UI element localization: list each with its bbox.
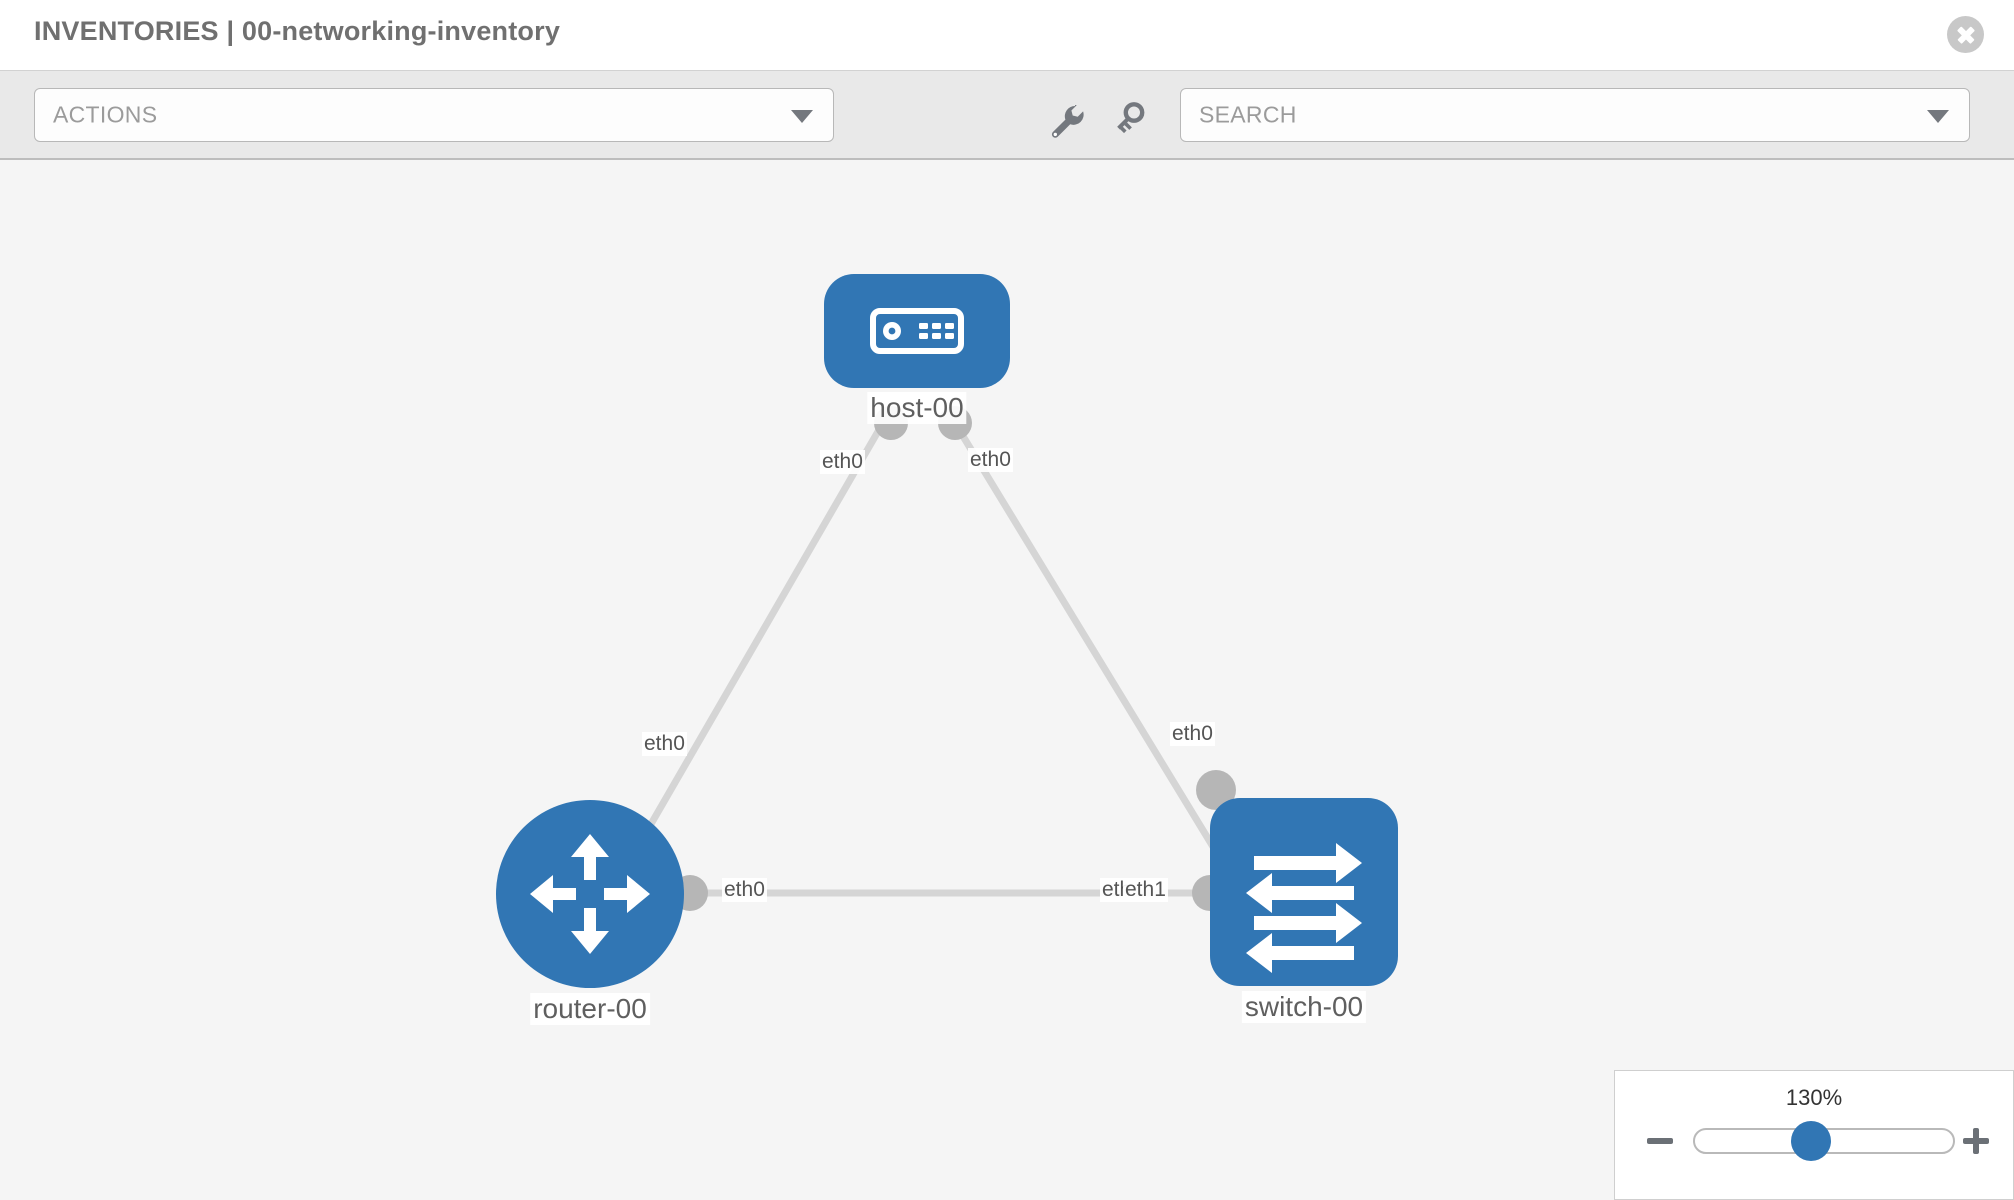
zoom-slider-handle[interactable] bbox=[1791, 1121, 1831, 1161]
chevron-down-icon bbox=[1927, 110, 1949, 123]
iface-label-router-eth0: eth0 bbox=[722, 878, 767, 903]
node-host-00-shape bbox=[824, 274, 1010, 388]
zoom-out-button[interactable] bbox=[1645, 1126, 1675, 1156]
iface-label-router-uplink: eth0 bbox=[642, 732, 687, 757]
zoom-in-button[interactable] bbox=[1961, 1126, 1991, 1156]
iface-label-host-left: eth0 bbox=[820, 450, 865, 475]
node-host-00-label: host-00 bbox=[867, 392, 967, 424]
actions-dropdown[interactable]: ACTIONS bbox=[34, 88, 834, 142]
zoom-percent-label: 130% bbox=[1785, 1085, 1843, 1110]
wrench-icon[interactable] bbox=[1046, 101, 1086, 141]
actions-dropdown-label: ACTIONS bbox=[53, 101, 158, 128]
iface-label-host-right: eth0 bbox=[968, 448, 1013, 473]
node-router-00-label: router-00 bbox=[530, 993, 650, 1025]
server-icon bbox=[870, 308, 964, 354]
router-arrows-icon bbox=[530, 834, 650, 954]
node-router-00[interactable]: router-00 bbox=[496, 800, 684, 1025]
zoom-control: 130% bbox=[1614, 1070, 2014, 1200]
search-input[interactable]: SEARCH bbox=[1180, 88, 1970, 142]
switch-arrows-icon bbox=[1246, 843, 1362, 973]
search-placeholder: SEARCH bbox=[1199, 101, 1297, 128]
page-title: INVENTORIES | 00-networking-inventory bbox=[34, 16, 561, 46]
iface-label-switch-uplink: eth0 bbox=[1170, 722, 1215, 747]
topology-canvas[interactable]: host-00 router-00 bbox=[0, 160, 2014, 1200]
iface-label-switch-eth1: eth1 bbox=[1123, 878, 1168, 903]
page-header: INVENTORIES | 00-networking-inventory bbox=[0, 0, 2014, 70]
close-icon[interactable] bbox=[1947, 16, 1984, 53]
chevron-down-icon bbox=[791, 110, 813, 123]
key-icon[interactable] bbox=[1114, 101, 1154, 141]
node-router-00-shape bbox=[496, 800, 684, 988]
node-switch-00-label: switch-00 bbox=[1241, 991, 1367, 1023]
toolbar: ACTIONS SEARCH bbox=[0, 70, 2014, 160]
node-switch-00[interactable]: switch-00 bbox=[1210, 798, 1398, 1023]
link-host-switch bbox=[954, 424, 1219, 854]
link-host-router bbox=[632, 424, 884, 854]
node-host-00[interactable]: host-00 bbox=[824, 274, 1010, 424]
